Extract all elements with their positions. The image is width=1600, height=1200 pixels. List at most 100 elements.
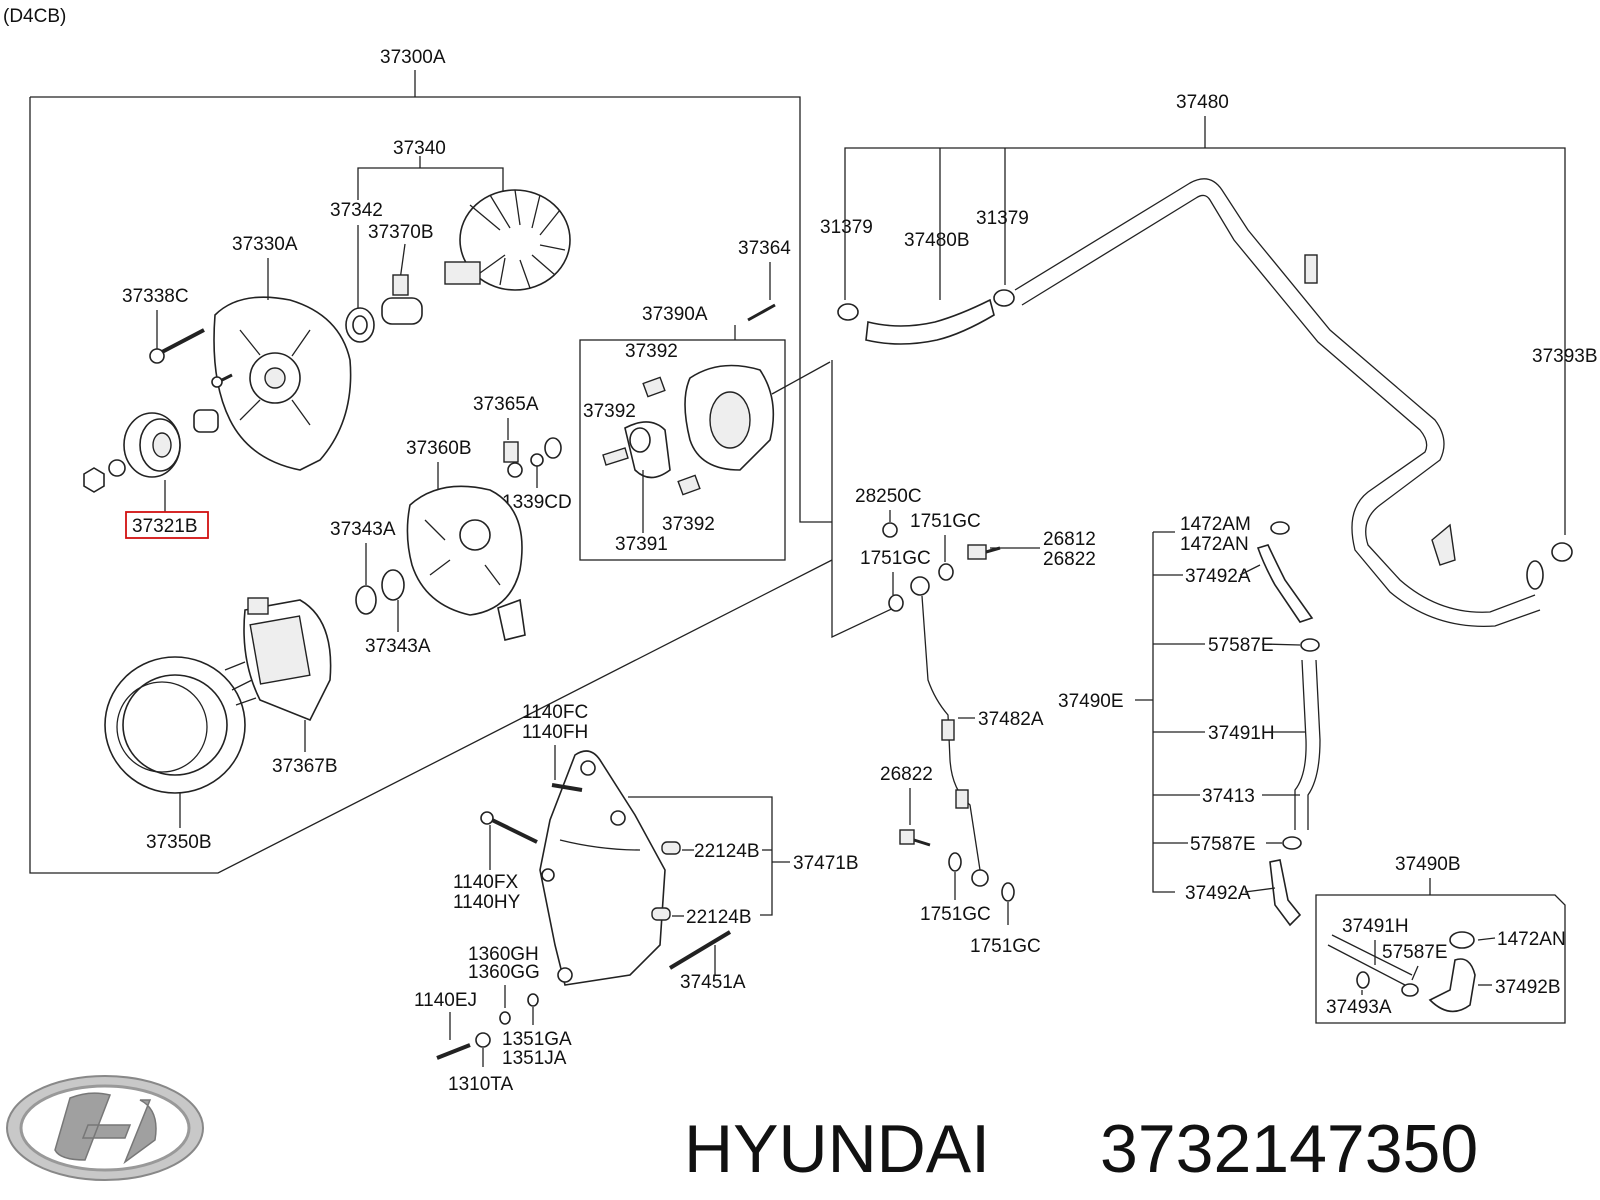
washer-part-d bbox=[1001, 882, 1015, 902]
label-37321B: 37321B bbox=[132, 516, 198, 537]
label-37492B: 37492B bbox=[1495, 977, 1561, 998]
vacuum-pipe-part bbox=[1014, 178, 1573, 628]
brush-holder-part bbox=[602, 361, 831, 496]
variant-code: (D4CB) bbox=[3, 6, 66, 27]
label-37392-top: 37392 bbox=[625, 341, 678, 362]
label-37492A-bottom: 37492A bbox=[1185, 883, 1251, 904]
label-37300A: 37300A bbox=[380, 47, 446, 68]
label-37364: 37364 bbox=[738, 238, 791, 259]
label-37491H-a: 37491H bbox=[1208, 723, 1275, 744]
label-37493A: 37493A bbox=[1326, 997, 1392, 1018]
label-31379-left: 31379 bbox=[820, 217, 873, 238]
label-1351JA: 1351JA bbox=[502, 1048, 567, 1069]
washer-part-a bbox=[938, 563, 954, 581]
label-37492A-top: 37492A bbox=[1185, 566, 1251, 587]
part-number: 3732147350 bbox=[1100, 1111, 1478, 1187]
label-1472AN-bottom: 1472AN bbox=[1497, 929, 1566, 950]
label-1472AM-top: 1472AM bbox=[1180, 514, 1251, 535]
label-1310TA: 1310TA bbox=[448, 1074, 513, 1095]
alternator-assembly-frame bbox=[29, 70, 833, 874]
label-57587E-b: 57587E bbox=[1190, 834, 1256, 855]
label-1360GG: 1360GG bbox=[468, 962, 540, 983]
label-37338C: 37338C bbox=[122, 286, 189, 307]
terminal-part bbox=[503, 437, 562, 478]
brush-holder-box bbox=[579, 339, 786, 561]
bearing-part bbox=[345, 274, 423, 343]
label-1140FX: 1140FX bbox=[453, 872, 518, 893]
label-37365A: 37365A bbox=[473, 394, 539, 415]
hose-kit-box bbox=[1315, 894, 1566, 1024]
label-1751GC-b: 1751GC bbox=[860, 548, 931, 569]
label-37480: 37480 bbox=[1176, 92, 1229, 113]
label-57587E-a: 57587E bbox=[1208, 635, 1274, 656]
label-37392-bottom: 37392 bbox=[662, 514, 715, 535]
label-1140FC: 1140FC bbox=[522, 702, 588, 723]
nut-part-c bbox=[475, 1032, 491, 1048]
front-housing-part bbox=[213, 296, 352, 471]
pulley-part bbox=[83, 409, 219, 493]
rotor-part bbox=[444, 189, 571, 291]
label-37340: 37340 bbox=[393, 138, 446, 159]
label-37490B: 37490B bbox=[1395, 854, 1461, 875]
label-22124B-top: 22124B bbox=[694, 841, 760, 862]
label-26822-top: 26822 bbox=[1043, 549, 1096, 570]
label-28250C: 28250C bbox=[855, 486, 922, 507]
label-22124B-bottom: 22124B bbox=[686, 907, 752, 928]
label-37390A: 37390A bbox=[642, 304, 708, 325]
bushing-part-b bbox=[651, 907, 671, 921]
washer-part-b bbox=[888, 594, 904, 612]
label-1360GH: 1360GH bbox=[468, 944, 539, 965]
label-26822-bottom: 26822 bbox=[880, 764, 933, 785]
label-37490E: 37490E bbox=[1058, 691, 1124, 712]
screw-part bbox=[211, 376, 223, 388]
highlighted-part-box bbox=[125, 511, 209, 539]
label-1339CD: 1339CD bbox=[502, 492, 572, 513]
label-37451A: 37451A bbox=[680, 972, 746, 993]
coolant-hose-part bbox=[1256, 521, 1321, 927]
label-37367B: 37367B bbox=[272, 756, 338, 777]
oil-hose-part bbox=[910, 576, 989, 887]
label-37491H-b: 37491H bbox=[1342, 916, 1409, 937]
hyundai-logo-icon bbox=[6, 1075, 204, 1181]
label-26812: 26812 bbox=[1043, 529, 1096, 550]
label-37330A: 37330A bbox=[232, 234, 298, 255]
label-37392-left: 37392 bbox=[583, 401, 636, 422]
bushing-part-a bbox=[661, 841, 681, 855]
label-37480B: 37480B bbox=[904, 230, 970, 251]
label-37413: 37413 bbox=[1202, 786, 1255, 807]
ring-part-b bbox=[381, 569, 405, 601]
ring-part-a bbox=[355, 585, 377, 615]
label-37343A-top: 37343A bbox=[330, 519, 396, 540]
label-37471B: 37471B bbox=[793, 853, 859, 874]
label-57587E-c: 57587E bbox=[1382, 942, 1448, 963]
label-1751GC-c: 1751GC bbox=[920, 904, 991, 925]
bolt-26822 bbox=[899, 829, 931, 847]
label-31379-right: 31379 bbox=[976, 208, 1029, 229]
bolt-37338c bbox=[149, 328, 205, 364]
label-37393B: 37393B bbox=[1532, 346, 1598, 367]
label-37482A: 37482A bbox=[978, 709, 1044, 730]
stator-part bbox=[104, 656, 257, 794]
label-37343A-bottom: 37343A bbox=[365, 636, 431, 657]
label-37391: 37391 bbox=[615, 534, 668, 555]
label-1140FH: 1140FH bbox=[522, 722, 588, 743]
label-1140HY: 1140HY bbox=[453, 892, 521, 913]
mounting-bracket-part bbox=[539, 750, 666, 986]
label-1351GA: 1351GA bbox=[502, 1029, 572, 1050]
label-1751GC-d: 1751GC bbox=[970, 936, 1041, 957]
label-37350B: 37350B bbox=[146, 832, 212, 853]
label-37370B: 37370B bbox=[368, 222, 434, 243]
label-1751GC-a: 1751GC bbox=[910, 511, 981, 532]
vacuum-hose-part bbox=[837, 289, 1015, 345]
nut-part-b bbox=[527, 993, 539, 1007]
clip-part bbox=[882, 522, 898, 538]
bolt-26812 bbox=[967, 544, 1001, 560]
washer-part-c bbox=[948, 852, 962, 872]
brand-name: HYUNDAI bbox=[684, 1111, 990, 1187]
rear-housing-part bbox=[406, 485, 526, 641]
hose-kit-part bbox=[1327, 931, 1476, 1013]
label-1140EJ: 1140EJ bbox=[414, 990, 477, 1011]
rectifier-part bbox=[243, 597, 332, 722]
nut-part-a bbox=[499, 1011, 511, 1025]
